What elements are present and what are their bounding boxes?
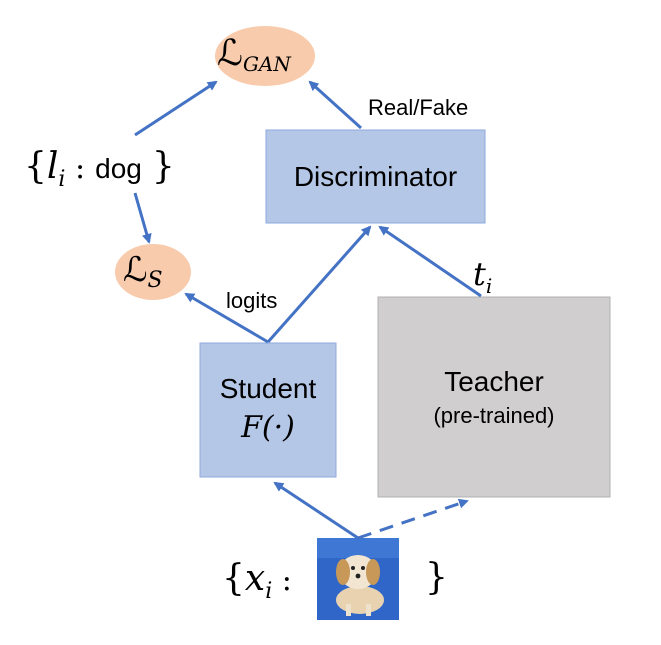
- discriminator-label: Discriminator: [293, 160, 458, 192]
- arrow-input-to-teacher: [357, 498, 469, 540]
- loss-gan-label: ℒGAN: [217, 33, 291, 77]
- puppy-image: [317, 538, 399, 620]
- arrow-labels-to-loss-gan: [134, 80, 218, 137]
- teacher-title: Teacher: [444, 366, 544, 397]
- teacher-subtitle: (pre-trained): [433, 403, 555, 428]
- real-fake-label: Real/Fake: [368, 95, 469, 120]
- arrow-input-to-student: [273, 481, 359, 540]
- loss-s-ellipse: [115, 244, 191, 300]
- arrow-labels-to-loss-s: [133, 192, 152, 244]
- student-node: Student F(·): [200, 343, 336, 477]
- arrow-teacher-to-discriminator: [378, 225, 482, 298]
- label-set: {li : dog }: [24, 146, 175, 192]
- input-set-open: {xi :: [222, 558, 292, 604]
- teacher-output-label: ti: [473, 255, 493, 298]
- arrow-student-to-loss-s: [184, 292, 269, 344]
- arrow-discriminator-to-loss-gan: [308, 80, 363, 130]
- loss-gan-ellipse: [215, 26, 315, 86]
- student-title: Student: [219, 373, 317, 404]
- teacher-box: [377, 296, 611, 498]
- discriminator-box: [265, 129, 486, 224]
- label-value: dog: [95, 153, 142, 184]
- teacher-node: Teacher (pre-trained): [378, 297, 610, 497]
- arrow-student-to-discriminator: [266, 225, 372, 343]
- loss-s-label: ℒS: [123, 250, 163, 293]
- input-set-close: }: [425, 557, 448, 598]
- logits-label: logits: [226, 288, 278, 313]
- student-function: F(·): [241, 410, 295, 445]
- student-box: [199, 342, 337, 478]
